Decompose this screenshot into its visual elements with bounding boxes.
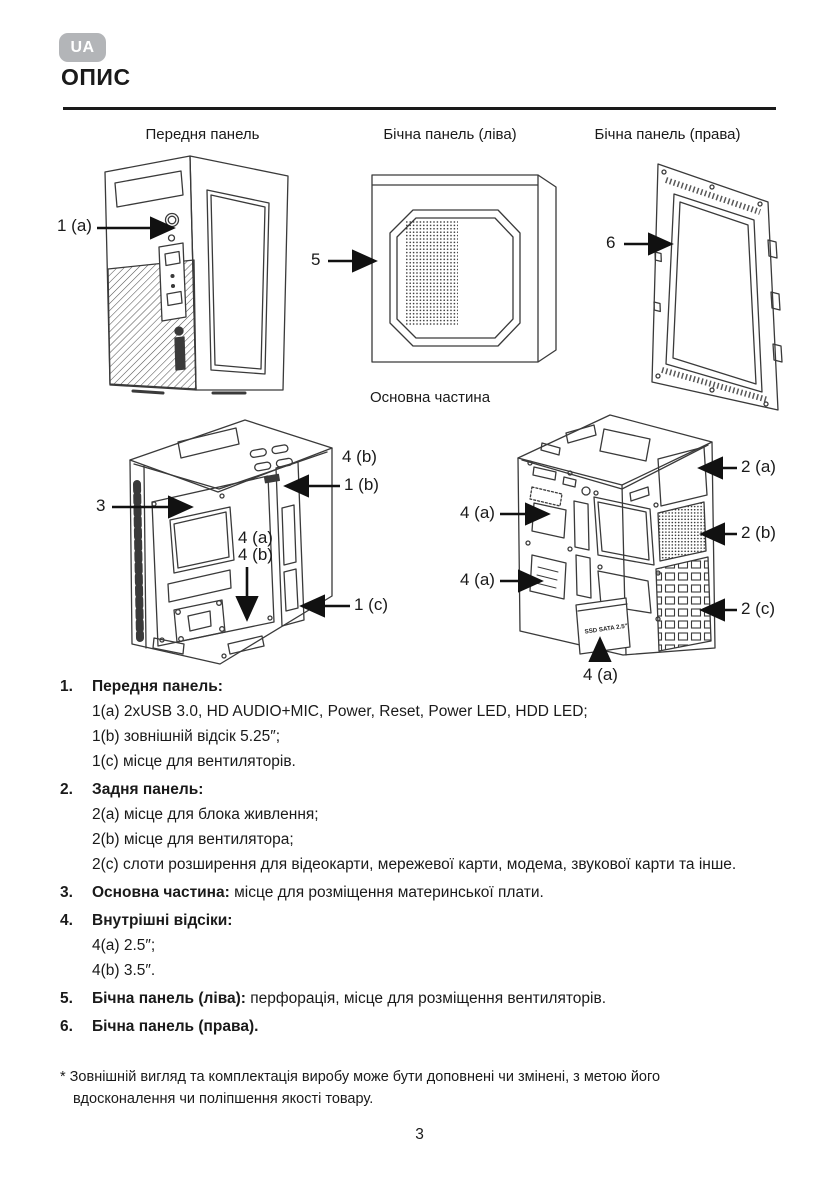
caption-side-panel-right: Бічна панель (права) <box>594 126 741 143</box>
list-item-line: 2(c) слоти розширення для відеокарти, ме… <box>92 856 737 873</box>
footnote-line: * Зовнішній вигляд та комплектація вироб… <box>60 1069 661 1085</box>
language-badge: UA <box>59 33 106 62</box>
figure-side-panel-left <box>358 163 573 375</box>
list-item-heading: Бічна панель (ліва): <box>92 990 246 1007</box>
list-item: 4. Внутрішні відсіки: 4(a) 2.5″; 4(b) 3.5″. <box>60 908 792 983</box>
list-item-heading: Передня панель: <box>92 678 223 695</box>
list-item-number: 6. <box>60 1018 73 1035</box>
callout-label: 2 (a) <box>741 457 776 476</box>
figure-main-part-interior <box>118 412 340 670</box>
callout-label: 4 (a) <box>460 570 495 589</box>
list-item-body: Основна частина: місце для розміщення ма… <box>92 880 544 905</box>
callout-label: 1 (a) <box>57 216 92 235</box>
caption-main-part: Основна частина <box>369 389 491 406</box>
figure-front-panel <box>93 150 298 395</box>
caption-side-panel-left: Бічна панель (ліва) <box>383 126 517 143</box>
callout-label: 6 <box>606 233 616 252</box>
list-item-line: 4(b) 3.5″. <box>92 962 156 979</box>
list-item-number: 1. <box>60 678 73 695</box>
list-item-number: 2. <box>60 781 73 798</box>
list-item-inline-text: перфорація, місце для розміщення вентиля… <box>245 990 606 1007</box>
description-list: 1. Передня панель: 1(a) 2xUSB 3.0, HD AUDI… <box>60 674 792 1042</box>
list-item: 6. Бічна панель (права). <box>60 1014 792 1039</box>
list-item-body: Бічна панель (права). <box>92 1014 258 1039</box>
callout-label: 4 (a) <box>238 528 273 547</box>
callout-label: 4 (b) <box>238 545 273 564</box>
list-item-line: 2(b) місце для вентилятора; <box>92 831 294 848</box>
callout-label: 4 (b) <box>342 447 377 466</box>
callout-label: 1 (b) <box>344 475 379 494</box>
callout-label: 1 (c) <box>354 595 388 614</box>
list-item-number: 4. <box>60 912 73 929</box>
list-item-line: 1(a) 2xUSB 3.0, HD AUDIO+MIC, Power, Res… <box>92 703 588 720</box>
list-item-heading: Бічна панель (права). <box>92 1018 259 1035</box>
list-item-heading: Задня панель: <box>92 781 204 798</box>
list-item: 1. Передня панель: 1(a) 2xUSB 3.0, HD AUDI… <box>60 674 792 774</box>
list-item: 3. Основна частина: місце для розміщення … <box>60 880 792 905</box>
callout-label: 5 <box>311 250 321 269</box>
callout-label: 3 <box>96 496 106 515</box>
list-item-body: Задня панель: 2(a) місце для блока живлен… <box>92 777 736 877</box>
list-item: 2. Задня панель: 2(a) місце для блока живл… <box>60 777 792 877</box>
footnote: * Зовнішній вигляд та комплектація вироб… <box>60 1066 750 1110</box>
page-number: 3 <box>415 1126 424 1143</box>
list-item-number: 5. <box>60 990 73 1007</box>
list-item: 5. Бічна панель (ліва): перфорація, місце… <box>60 986 792 1011</box>
callout-label: 2 (c) <box>741 599 775 618</box>
list-item-line: 1(c) місце для вентиляторів. <box>92 753 296 770</box>
caption-front-panel: Передня панель <box>145 126 260 143</box>
list-item-heading: Основна частина: <box>92 884 230 901</box>
page-title: ОПИС <box>61 64 131 90</box>
list-item-inline-text: місце для розміщення материнської плати. <box>229 884 544 901</box>
callout-label: 4 (a) <box>583 665 618 684</box>
callout-label: 4 (a) <box>460 503 495 522</box>
list-item-body: Внутрішні відсіки: 4(a) 2.5″; 4(b) 3.5″. <box>92 908 232 983</box>
list-item-line: 4(a) 2.5″; <box>92 937 156 954</box>
figure-main-part-rear: SSD SATA 2.5″ <box>508 403 720 675</box>
list-item-heading: Внутрішні відсіки: <box>92 912 233 929</box>
callout-label: 2 (b) <box>741 523 776 542</box>
figure-side-panel-right <box>642 152 792 418</box>
footnote-line: вдосконалення чи поліпшення якості товар… <box>73 1091 374 1107</box>
list-item-number: 3. <box>60 884 73 901</box>
title-divider <box>63 107 776 110</box>
list-item-body: Бічна панель (ліва): перфорація, місце д… <box>92 986 606 1011</box>
list-item-body: Передня панель: 1(a) 2xUSB 3.0, HD AUDIO+… <box>92 674 588 774</box>
list-item-line: 1(b) зовнішній відсік 5.25″; <box>92 728 281 745</box>
list-item-line: 2(a) місце для блока живлення; <box>92 806 319 823</box>
